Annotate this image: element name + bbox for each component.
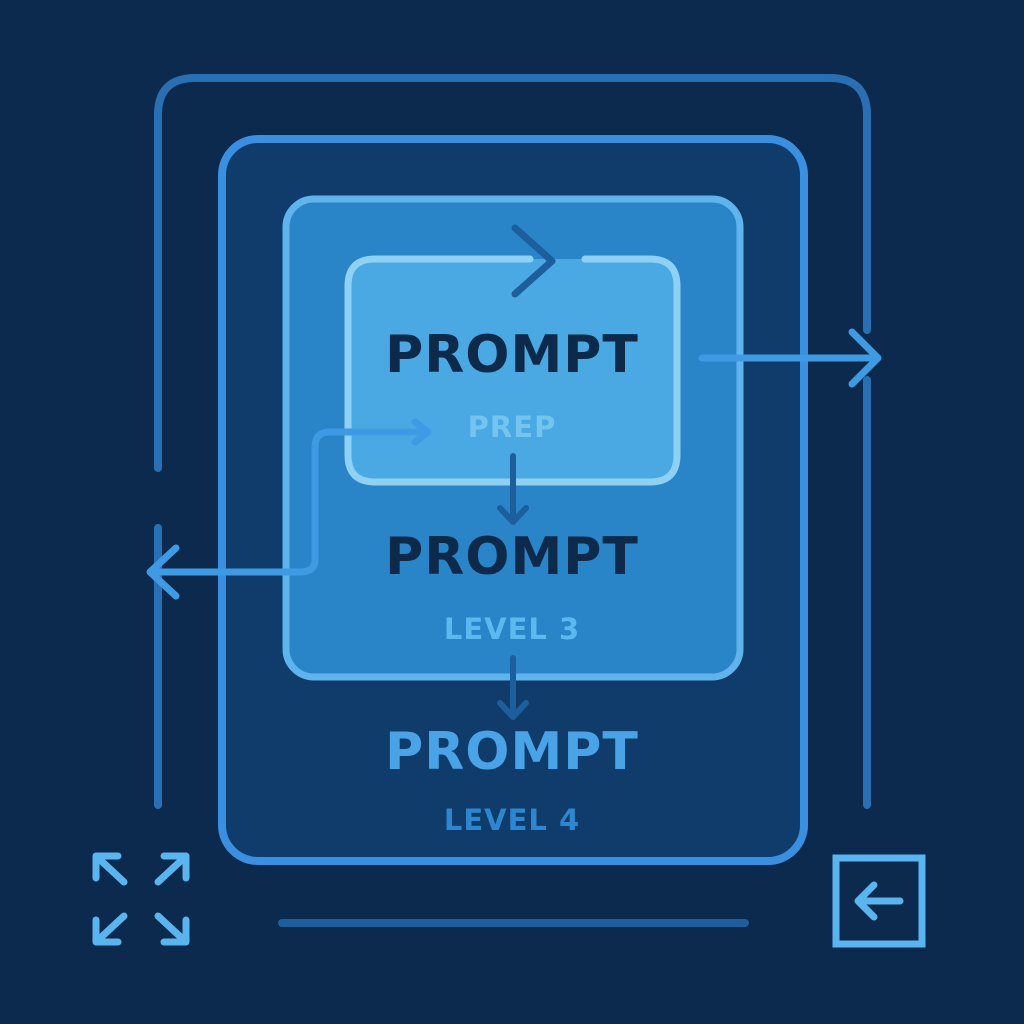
expand-arrows-icon	[92, 852, 190, 946]
right-arrow-head-icon	[848, 328, 882, 388]
down-arrow-2-icon	[497, 700, 529, 720]
prep-box-fill	[352, 263, 673, 478]
back-button[interactable]	[830, 852, 928, 950]
left-arrow-head-icon	[146, 544, 180, 600]
horizontal-scrollbar[interactable]	[276, 915, 751, 931]
scrollbar-track	[278, 919, 749, 927]
top-entry-arrow	[511, 224, 556, 298]
elbow-arrow-head-icon	[411, 418, 432, 446]
down-arrow-1-icon	[497, 505, 529, 525]
left-elbow-connector	[148, 428, 424, 576]
expand-button[interactable]	[86, 846, 196, 952]
arrow-left-box-icon	[832, 854, 926, 948]
